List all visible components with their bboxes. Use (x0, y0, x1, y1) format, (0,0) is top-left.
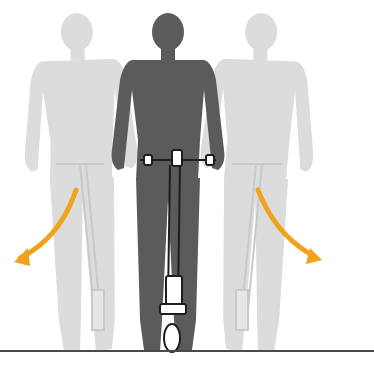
ghost-rider-left (20, 11, 145, 354)
ghost-rider-right (194, 11, 319, 354)
